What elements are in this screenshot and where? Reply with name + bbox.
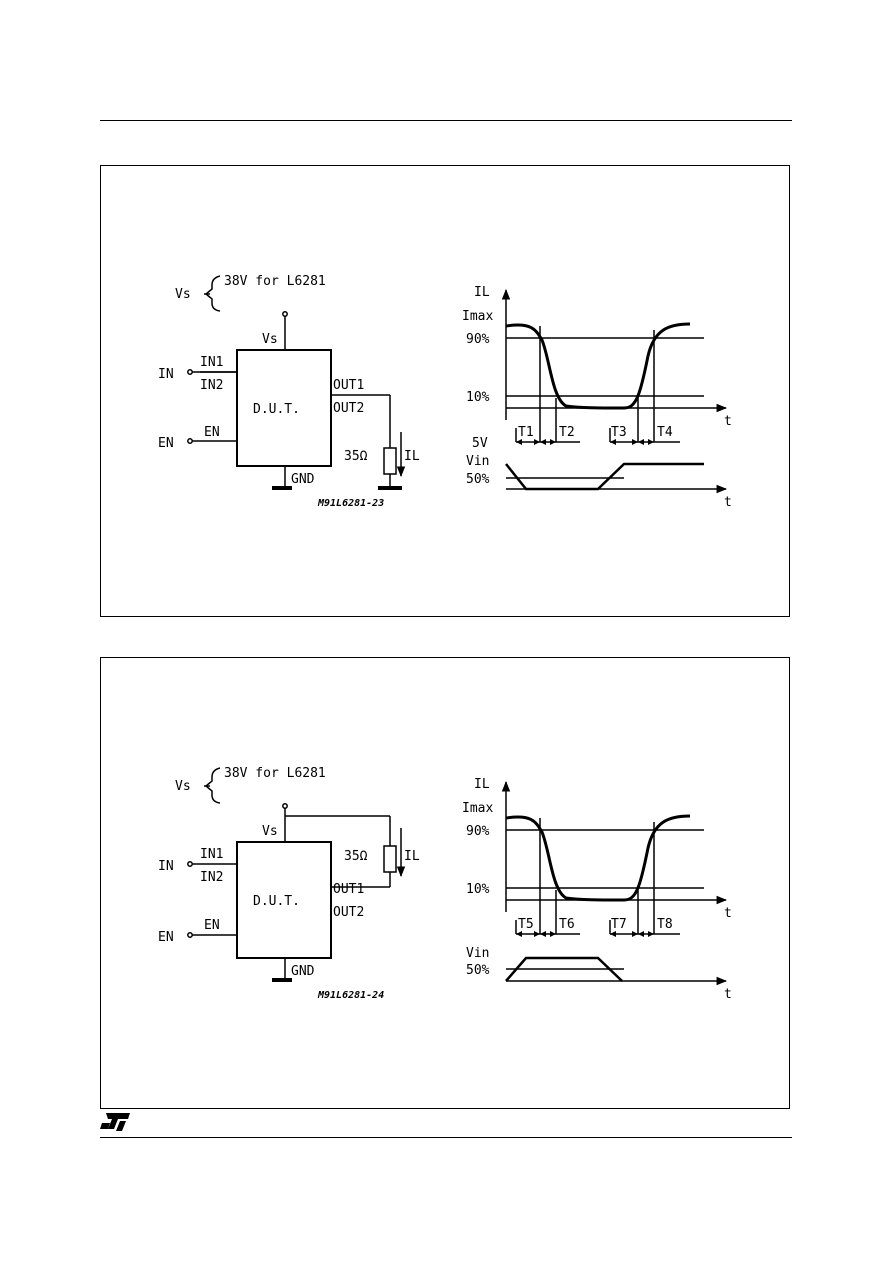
dut-label-2: D.U.T. [253, 894, 300, 909]
figure-2-frame [100, 657, 790, 1109]
time-label-t4: T4 [657, 425, 673, 440]
out1-label-2: OUT1 [333, 882, 364, 897]
footer-rule [100, 1137, 792, 1138]
gnd-label-2: GND [291, 964, 315, 979]
out2-label-2: OUT2 [333, 905, 364, 920]
vs-pin-label-2: Vs [262, 824, 278, 839]
figure-code-2: M91L6281-24 [317, 990, 384, 1001]
gnd-label: GND [291, 472, 315, 487]
dut-box [236, 349, 332, 467]
time-label-t2: T2 [559, 425, 575, 440]
t-label-1: t [724, 414, 732, 429]
p90-label-2: 90% [466, 824, 490, 839]
time-label-t6: T6 [559, 917, 575, 932]
imax-label: Imax [462, 309, 493, 324]
top-rule [100, 120, 792, 121]
il-label: IL [404, 449, 420, 464]
in2-label-2: IN2 [200, 870, 223, 885]
wave-il-label-2: IL [474, 777, 490, 792]
wave-il-label: IL [474, 285, 490, 300]
t-label-3: t [724, 906, 732, 921]
st-logo-icon [100, 1113, 130, 1131]
load-label-2: 35Ω [344, 849, 368, 864]
il-waveform [505, 322, 691, 410]
load-resistor-2 [383, 845, 397, 873]
vin-waveform [505, 462, 704, 491]
supply-label: Vs [175, 287, 191, 302]
load-label: 35Ω [344, 449, 368, 464]
in1-label: IN1 [200, 355, 223, 370]
dut-box-2 [236, 841, 332, 959]
supply-note: 38V for L6281 [224, 274, 326, 289]
dut-label: D.U.T. [253, 402, 300, 417]
vin-label-2: Vin [466, 946, 489, 961]
load-gnd-symbol [378, 486, 402, 490]
p10-label: 10% [466, 390, 490, 405]
out2-label: OUT2 [333, 401, 364, 416]
p50-label-2: 50% [466, 963, 490, 978]
vin-waveform-2 [505, 956, 623, 982]
in-label: IN [158, 367, 174, 382]
supply-note-2: 38V for L6281 [224, 766, 326, 781]
in1-label-2: IN1 [200, 847, 223, 862]
en-pin-label-2: EN [204, 918, 220, 933]
figure-1-svg: Vs 38V for L6281 Vs IN IN1 IN2 EN EN D.U… [158, 274, 732, 510]
il-label-2: IL [404, 849, 420, 864]
t-label-4: t [724, 987, 732, 1002]
time-label-t7: T7 [611, 917, 627, 932]
time-label-t8: T8 [657, 917, 673, 932]
p50-label: 50% [466, 472, 490, 487]
imax-label-2: Imax [462, 801, 493, 816]
supply-label-2: Vs [175, 779, 191, 794]
gnd-symbol [272, 486, 292, 490]
en-label-2: EN [158, 930, 174, 945]
in-label-2: IN [158, 859, 174, 874]
time-label-t5: T5 [518, 917, 534, 932]
t-label-2: t [724, 495, 732, 510]
il-waveform-2 [505, 814, 691, 902]
vs-pin-label: Vs [262, 332, 278, 347]
gnd-symbol-2 [272, 978, 292, 982]
time-label-t1: T1 [518, 425, 534, 440]
out1-label: OUT1 [333, 378, 364, 393]
p90-label: 90% [466, 332, 490, 347]
en-pin-label: EN [204, 425, 220, 440]
p10-label-2: 10% [466, 882, 490, 897]
vin-5v-label: 5V [472, 436, 488, 451]
figure-code: M91L6281-23 [317, 498, 384, 509]
time-label-t3: T3 [611, 425, 627, 440]
in2-label: IN2 [200, 378, 223, 393]
en-label: EN [158, 436, 174, 451]
figure-1-frame [100, 165, 790, 617]
vin-label: Vin [466, 454, 489, 469]
